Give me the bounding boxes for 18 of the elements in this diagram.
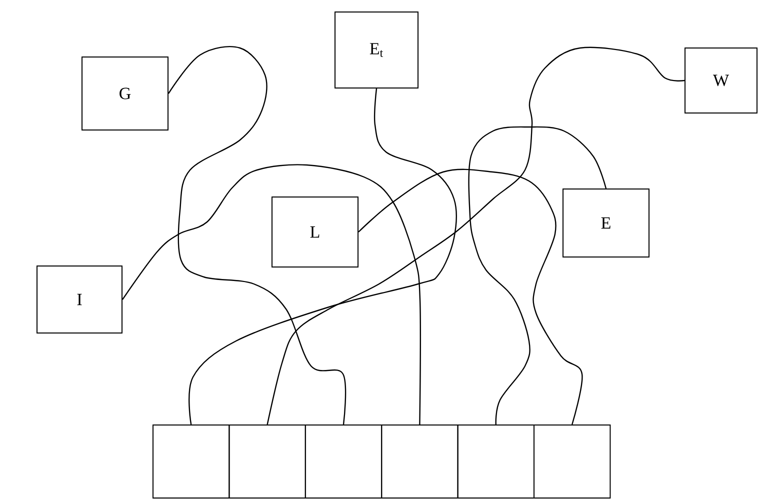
empty-cell	[381, 424, 458, 498]
letter-box: E	[562, 188, 650, 258]
connecting-line	[358, 168, 583, 425]
connecting-line	[188, 88, 457, 425]
empty-cell	[534, 424, 611, 498]
connecting-line	[468, 126, 607, 424]
empty-cell	[304, 424, 382, 498]
letter-box: G	[82, 56, 168, 130]
letter-box: W	[684, 48, 758, 114]
empty-cell	[457, 424, 534, 498]
letter-box: I	[36, 266, 122, 334]
empty-cell	[152, 424, 230, 498]
connecting-line	[122, 164, 421, 424]
connecting-line	[168, 46, 346, 425]
empty-cell	[228, 424, 306, 498]
letter-box: L	[272, 196, 358, 268]
letter-box: E$_{t}$	[334, 12, 418, 88]
connecting-line	[266, 46, 685, 425]
